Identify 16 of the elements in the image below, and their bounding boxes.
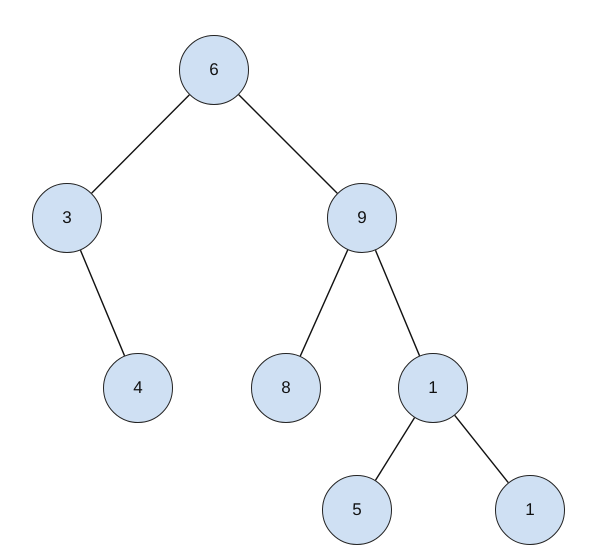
node-value: 8 — [281, 378, 291, 398]
tree-edge — [238, 94, 338, 194]
tree-edge — [91, 94, 190, 194]
node-value: 4 — [133, 378, 143, 398]
tree-node-circle — [327, 183, 397, 253]
tree-node-circle — [179, 35, 249, 105]
node-value: 5 — [352, 500, 362, 520]
tree-edge — [454, 414, 509, 484]
tree-edge — [300, 250, 348, 356]
node-value: 1 — [525, 500, 535, 520]
tree-edge — [80, 250, 126, 356]
node-value: 9 — [357, 208, 367, 228]
node-value: 3 — [62, 208, 72, 228]
node-value: 6 — [209, 60, 219, 80]
tree-edge — [374, 417, 416, 481]
node-value: 1 — [428, 378, 438, 398]
